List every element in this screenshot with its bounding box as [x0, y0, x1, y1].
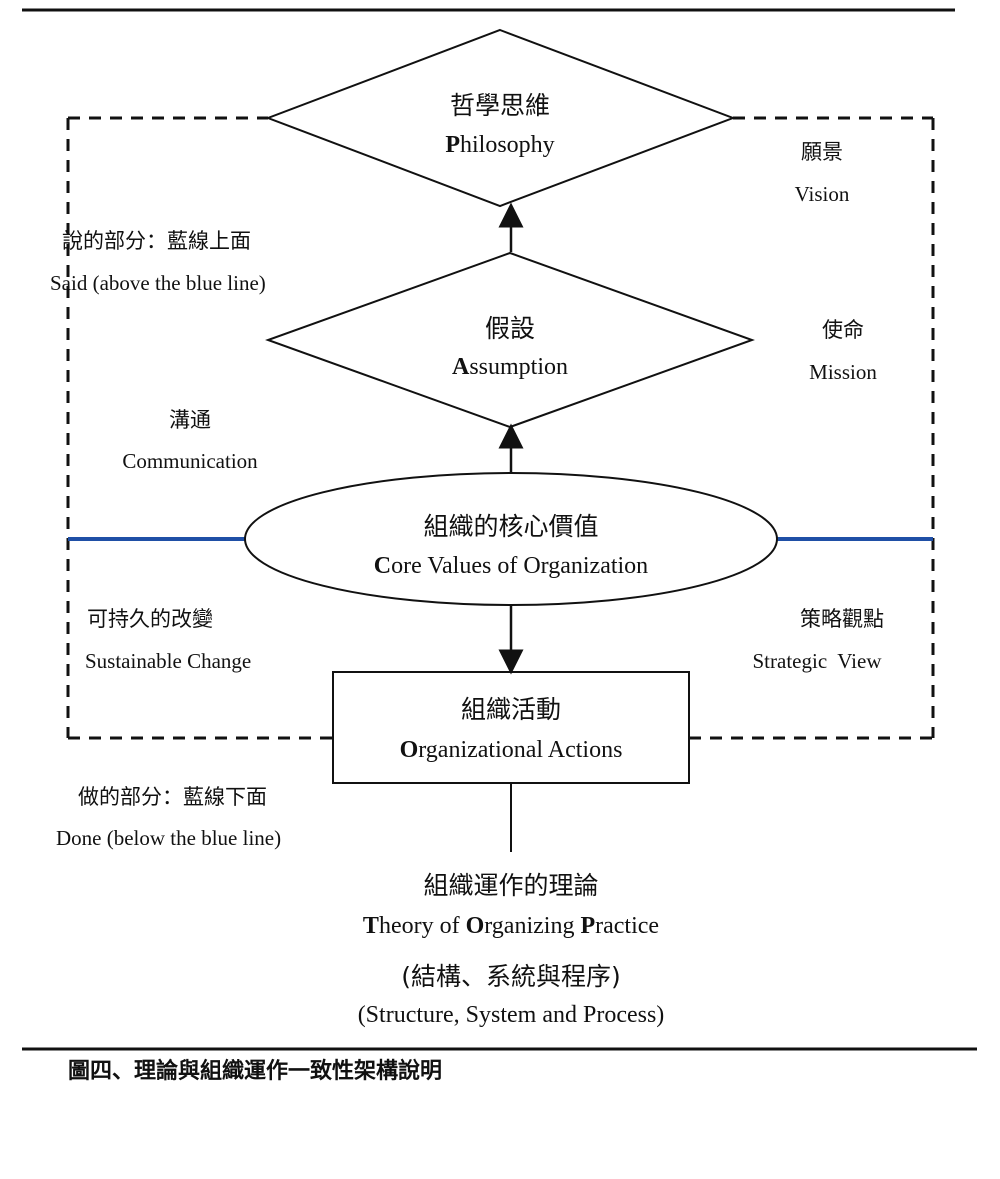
- theory-en: Theory of Organizing Practice: [281, 913, 741, 940]
- sustainable-zh: 可持久的改變: [87, 607, 213, 631]
- said-zh: 說的部分：藍線上面: [62, 229, 251, 253]
- theory-zh: 組織運作的理論: [423, 871, 599, 900]
- strategic-en: Strategic View: [752, 649, 882, 673]
- core-values-zh: 組織的核心價值: [423, 512, 599, 541]
- communication-zh: 溝通: [169, 408, 211, 432]
- philosophy-rest: hilosophy: [459, 132, 555, 158]
- actions-rest: rganizational Actions: [418, 737, 623, 763]
- actions-initial: O: [399, 737, 419, 763]
- sustainable-en: Sustainable Change: [85, 649, 252, 673]
- mission-zh: 使命: [822, 318, 864, 342]
- figure-caption: 圖四、理論與組織運作一致性架構說明: [68, 1059, 443, 1084]
- theory-text-1: heory of: [378, 913, 466, 939]
- core-values-initial: C: [373, 553, 392, 579]
- core-values-ellipse: [244, 472, 778, 606]
- done-zh: 做的部分：藍線下面: [78, 785, 267, 809]
- philosophy-initial: P: [445, 132, 460, 158]
- assumption-rest: ssumption: [469, 354, 569, 380]
- communication-en: Communication: [122, 449, 258, 473]
- dashed-frame: [66, 116, 935, 740]
- philosophy-zh: 哲學思維: [449, 91, 550, 120]
- theory-en-sub: (Structure, System and Process): [357, 1002, 665, 1028]
- vision-en: Vision: [794, 182, 850, 206]
- philosophy-en: Philosophy: [380, 132, 620, 158]
- strategic-zh: 策略觀點: [800, 607, 884, 631]
- theory-initial-t: T: [362, 913, 379, 939]
- theory-initial-p: P: [580, 913, 596, 939]
- core-values-en: Core Values of Organization: [311, 553, 711, 580]
- assumption-en: Assumption: [390, 354, 630, 380]
- actions-box: [332, 671, 690, 784]
- theory-initial-o: O: [465, 913, 485, 939]
- vision-zh: 願景: [801, 140, 843, 164]
- said-en: Said (above the blue line): [50, 271, 266, 295]
- theory-text-3: ractice: [595, 913, 660, 939]
- core-values-rest: ore Values of Organization: [391, 553, 649, 579]
- done-en: Done (below the blue line): [56, 826, 282, 850]
- assumption-zh: 假設: [484, 314, 535, 343]
- theory-text-2: rganizing: [484, 913, 581, 939]
- theory-zh-sub: (結構、系統與程序): [401, 962, 621, 991]
- actions-en: Organizational Actions: [341, 737, 681, 764]
- mission-en: Mission: [809, 360, 877, 384]
- actions-zh: 組織活動: [460, 695, 561, 724]
- assumption-initial: A: [451, 354, 470, 380]
